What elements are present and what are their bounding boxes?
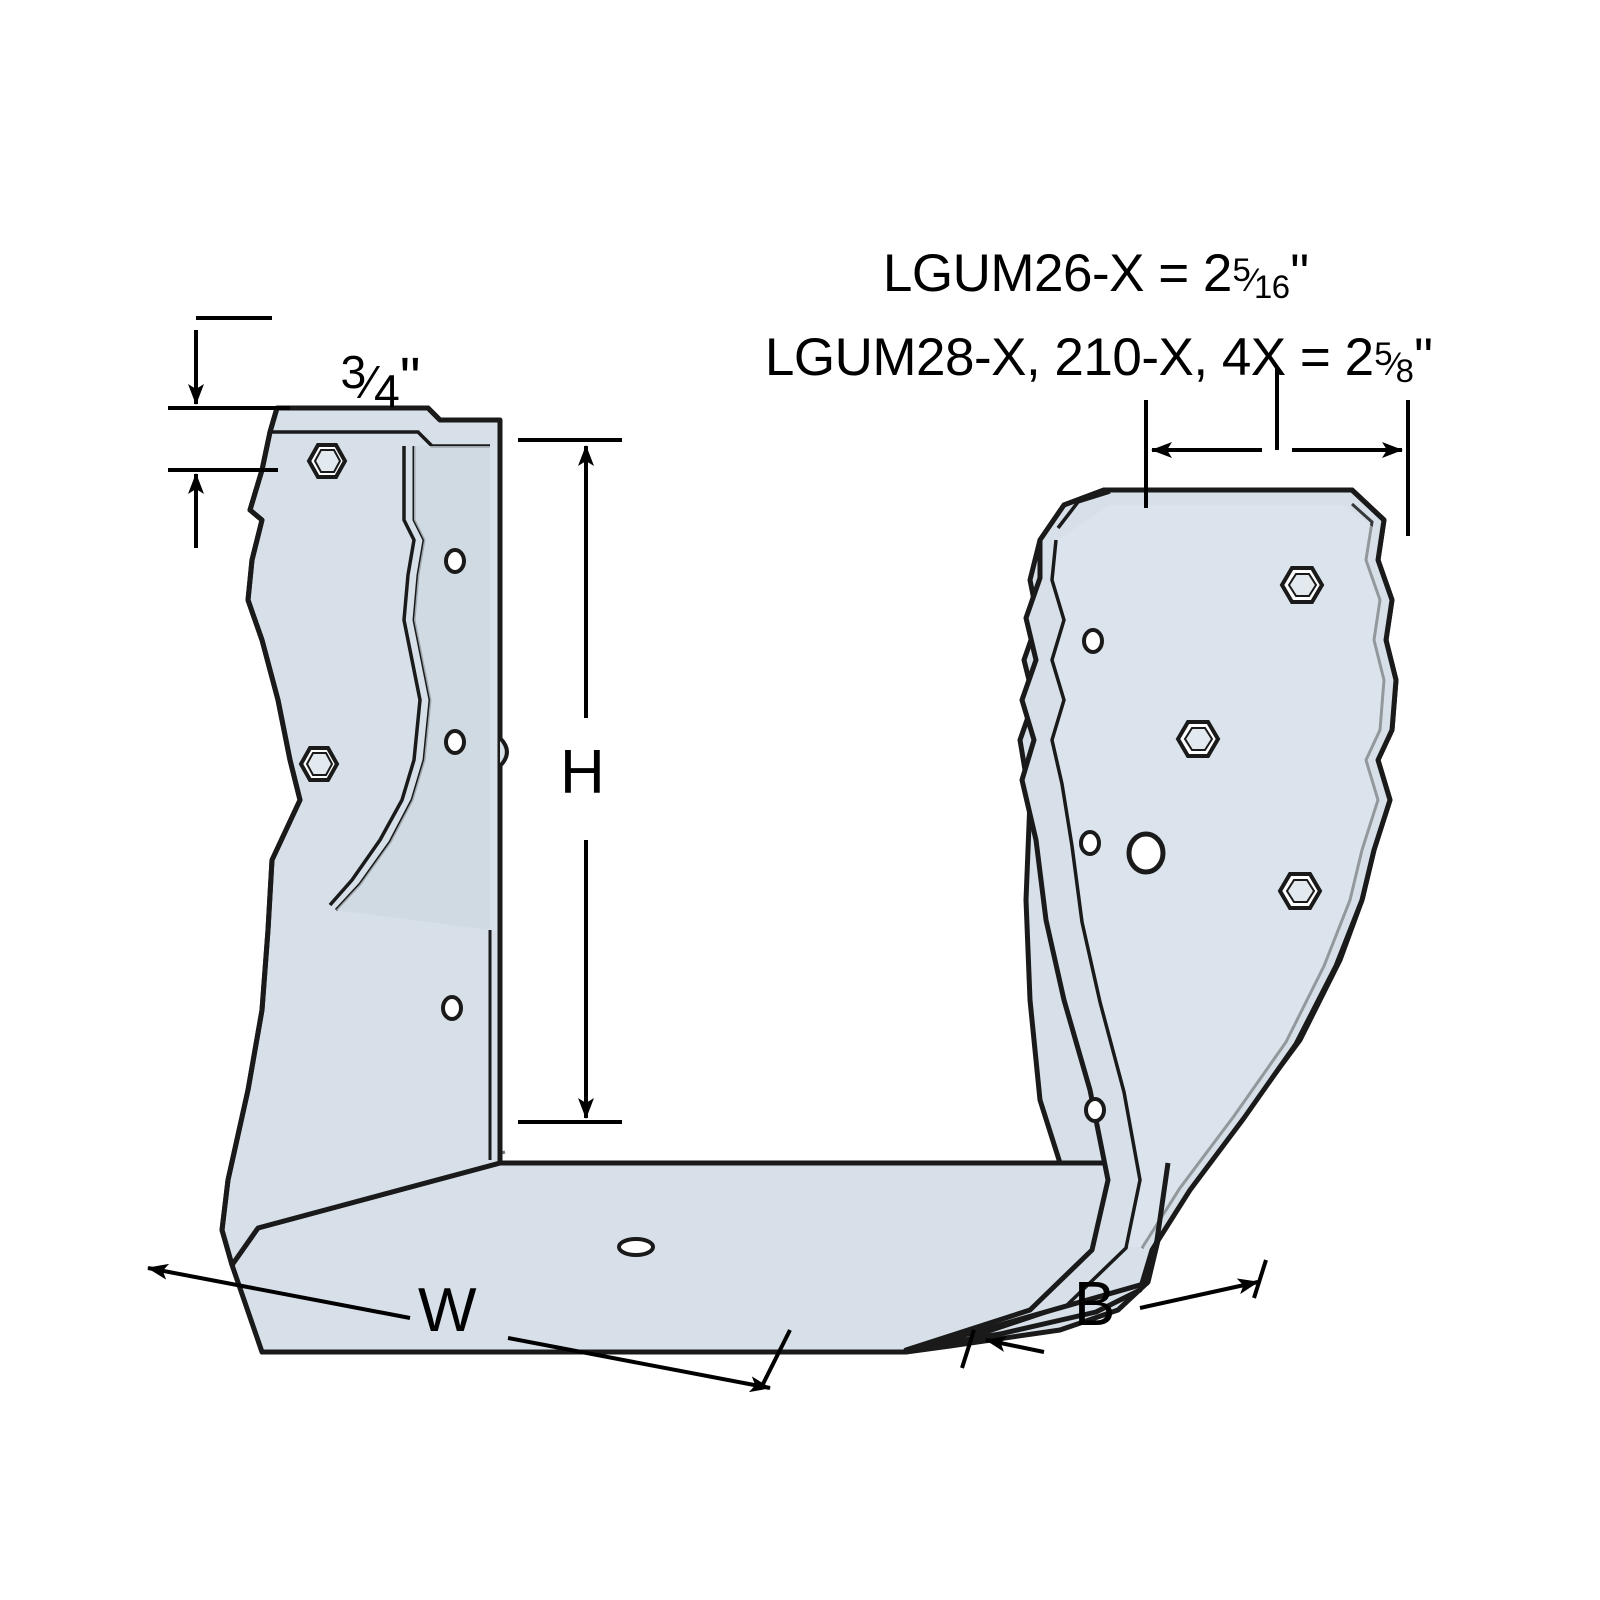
hanger-body xyxy=(219,405,1399,1355)
note-lgum26-fraction: 5⁄16 xyxy=(1232,250,1291,305)
dim-top-width xyxy=(1144,368,1410,536)
left-plate-fasteners xyxy=(298,443,466,1021)
dim-h xyxy=(518,438,622,1124)
dimension-annotations xyxy=(147,316,1410,1393)
note-lgum28: LGUM28-X, 210-X, 4X = 25⁄8" xyxy=(708,274,1433,441)
dim-label-w: W xyxy=(418,1276,477,1345)
note-lgum26-model: LGUM26-X xyxy=(882,243,1145,303)
right-plate-fasteners xyxy=(1079,566,1325,1123)
dim-label-h: H xyxy=(560,738,605,807)
note-lgum26-unit: " xyxy=(1290,243,1309,303)
note-lgum28-unit: " xyxy=(1414,327,1433,387)
note-lgum26-whole: 2 xyxy=(1202,243,1232,303)
note-lgum26: LGUM26-X = 25⁄16" xyxy=(826,190,1309,357)
dim-b xyxy=(960,1259,1268,1369)
dim-label-b: B xyxy=(1074,1270,1116,1339)
three-quarter-unit: " xyxy=(399,345,421,411)
left-side-plate xyxy=(219,405,509,1268)
dim-three-quarter xyxy=(168,316,290,548)
note-lgum28-whole: 2 xyxy=(1344,327,1374,387)
note-lgum28-fraction: 5⁄8 xyxy=(1374,334,1414,389)
three-quarter-fraction: 3⁄4 xyxy=(340,345,400,418)
note-lgum28-equals: = xyxy=(1299,327,1331,387)
dim-w xyxy=(147,1263,792,1393)
right-side-plate xyxy=(902,487,1399,1355)
seat-right-return xyxy=(866,1162,1171,1355)
note-lgum28-model: LGUM28-X, 210-X, 4X xyxy=(764,327,1286,387)
seat-vent-hole xyxy=(617,1237,655,1257)
dim-label-three-quarter: 3⁄4" xyxy=(276,288,420,471)
note-lgum26-equals: = xyxy=(1158,243,1189,303)
